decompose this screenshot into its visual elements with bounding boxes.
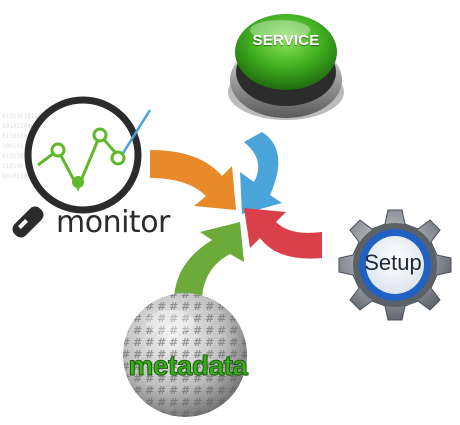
arrow-red: [244, 208, 322, 259]
hash-sphere-icon: [123, 293, 247, 417]
arrow-blue: [240, 132, 282, 214]
monitor-label: monitor: [56, 205, 170, 240]
service-button-icon: [228, 14, 344, 120]
gear-icon: [338, 209, 452, 321]
central-arrows: [150, 132, 322, 298]
arrow-orange: [150, 150, 236, 210]
magnifier-chart-icon: [12, 96, 152, 238]
setup-label: Setup: [364, 250, 422, 275]
arrow-green: [174, 222, 244, 298]
service-label: SERVICE: [252, 32, 320, 49]
metadata-label: metadata: [128, 350, 248, 382]
